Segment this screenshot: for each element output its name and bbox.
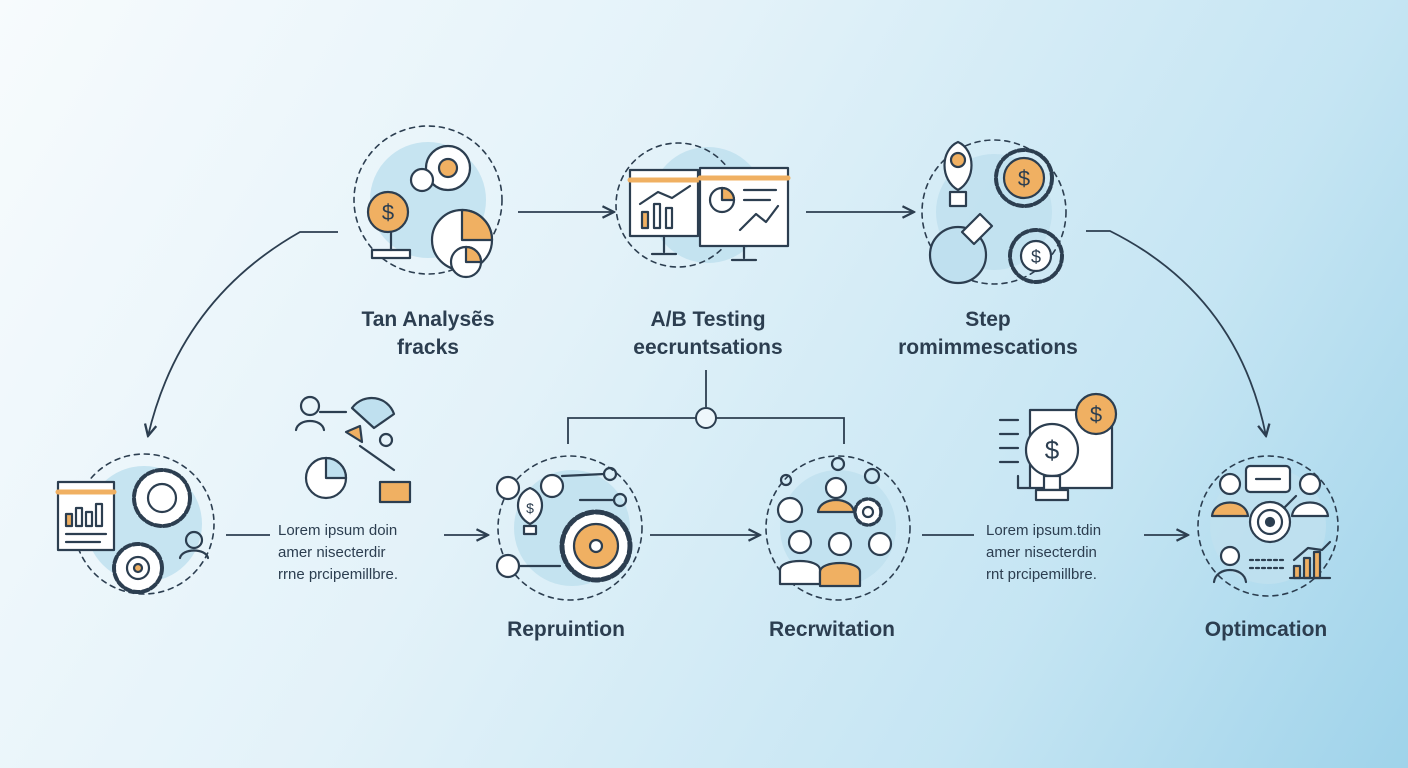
money-monitor-icon: $ $ xyxy=(998,392,1118,502)
note-text-2: Lorem ipsum.tdin amer nisecterdin rnt pr… xyxy=(986,520,1101,586)
node-label-n5: Repruintion xyxy=(466,616,666,644)
idea-gear-network-icon: $ xyxy=(495,455,643,601)
node-label-n6: Recrwitation xyxy=(732,616,932,644)
svg-text:$: $ xyxy=(382,200,394,225)
node-label-line: Step xyxy=(965,308,1011,331)
analysis-icon: $ xyxy=(353,125,503,279)
note-line: Lorem ipsum doin xyxy=(278,522,398,539)
arrow-n3-n7 xyxy=(1086,230,1266,436)
dashboard-monitor-icon xyxy=(615,142,791,268)
branch-junction xyxy=(695,407,717,429)
target-team-icon xyxy=(1197,455,1339,597)
note-line: amer nisecterdir xyxy=(278,544,386,561)
note-line: rnt prcipemillbre. xyxy=(986,566,1097,583)
node-label-n2: A/B Testing eecruntsations xyxy=(588,306,828,362)
note-line: amer nisecterdin xyxy=(986,544,1097,561)
node-label-line: Optimcation xyxy=(1204,618,1328,641)
svg-text:$: $ xyxy=(1018,166,1030,191)
svg-text:$: $ xyxy=(1031,247,1041,267)
svg-text:$: $ xyxy=(526,500,534,516)
node-label-n7: Optimcation xyxy=(1166,616,1366,644)
node-label-n3: Step romimmescations xyxy=(868,306,1108,362)
node-label-line: fracks xyxy=(397,336,459,359)
arrow-n1-n4 xyxy=(148,231,338,436)
people-pie-icon xyxy=(294,395,412,504)
node-label-line: Recrwitation xyxy=(768,618,896,641)
node-label-line: Repruintion xyxy=(507,618,625,641)
node-label-line: A/B Testing xyxy=(650,308,766,331)
idea-gears-icon: $ $ xyxy=(921,139,1067,285)
svg-text:$: $ xyxy=(1090,402,1102,427)
node-label-n1: Tan Analysẽs fracks xyxy=(316,306,540,362)
node-label-line: Tan Analysẽs xyxy=(361,308,495,331)
node-label-line: romimmescations xyxy=(898,336,1078,359)
note-line: rrne prcipemillbre. xyxy=(278,566,399,583)
report-gears-icon xyxy=(55,453,215,595)
note-text-1: Lorem ipsum doin amer nisecterdir rrne p… xyxy=(278,520,398,586)
note-line: Lorem ipsum.tdin xyxy=(986,522,1102,539)
team-icon xyxy=(765,455,911,601)
node-label-line: eecruntsations xyxy=(633,336,783,359)
svg-text:$: $ xyxy=(1045,435,1060,465)
